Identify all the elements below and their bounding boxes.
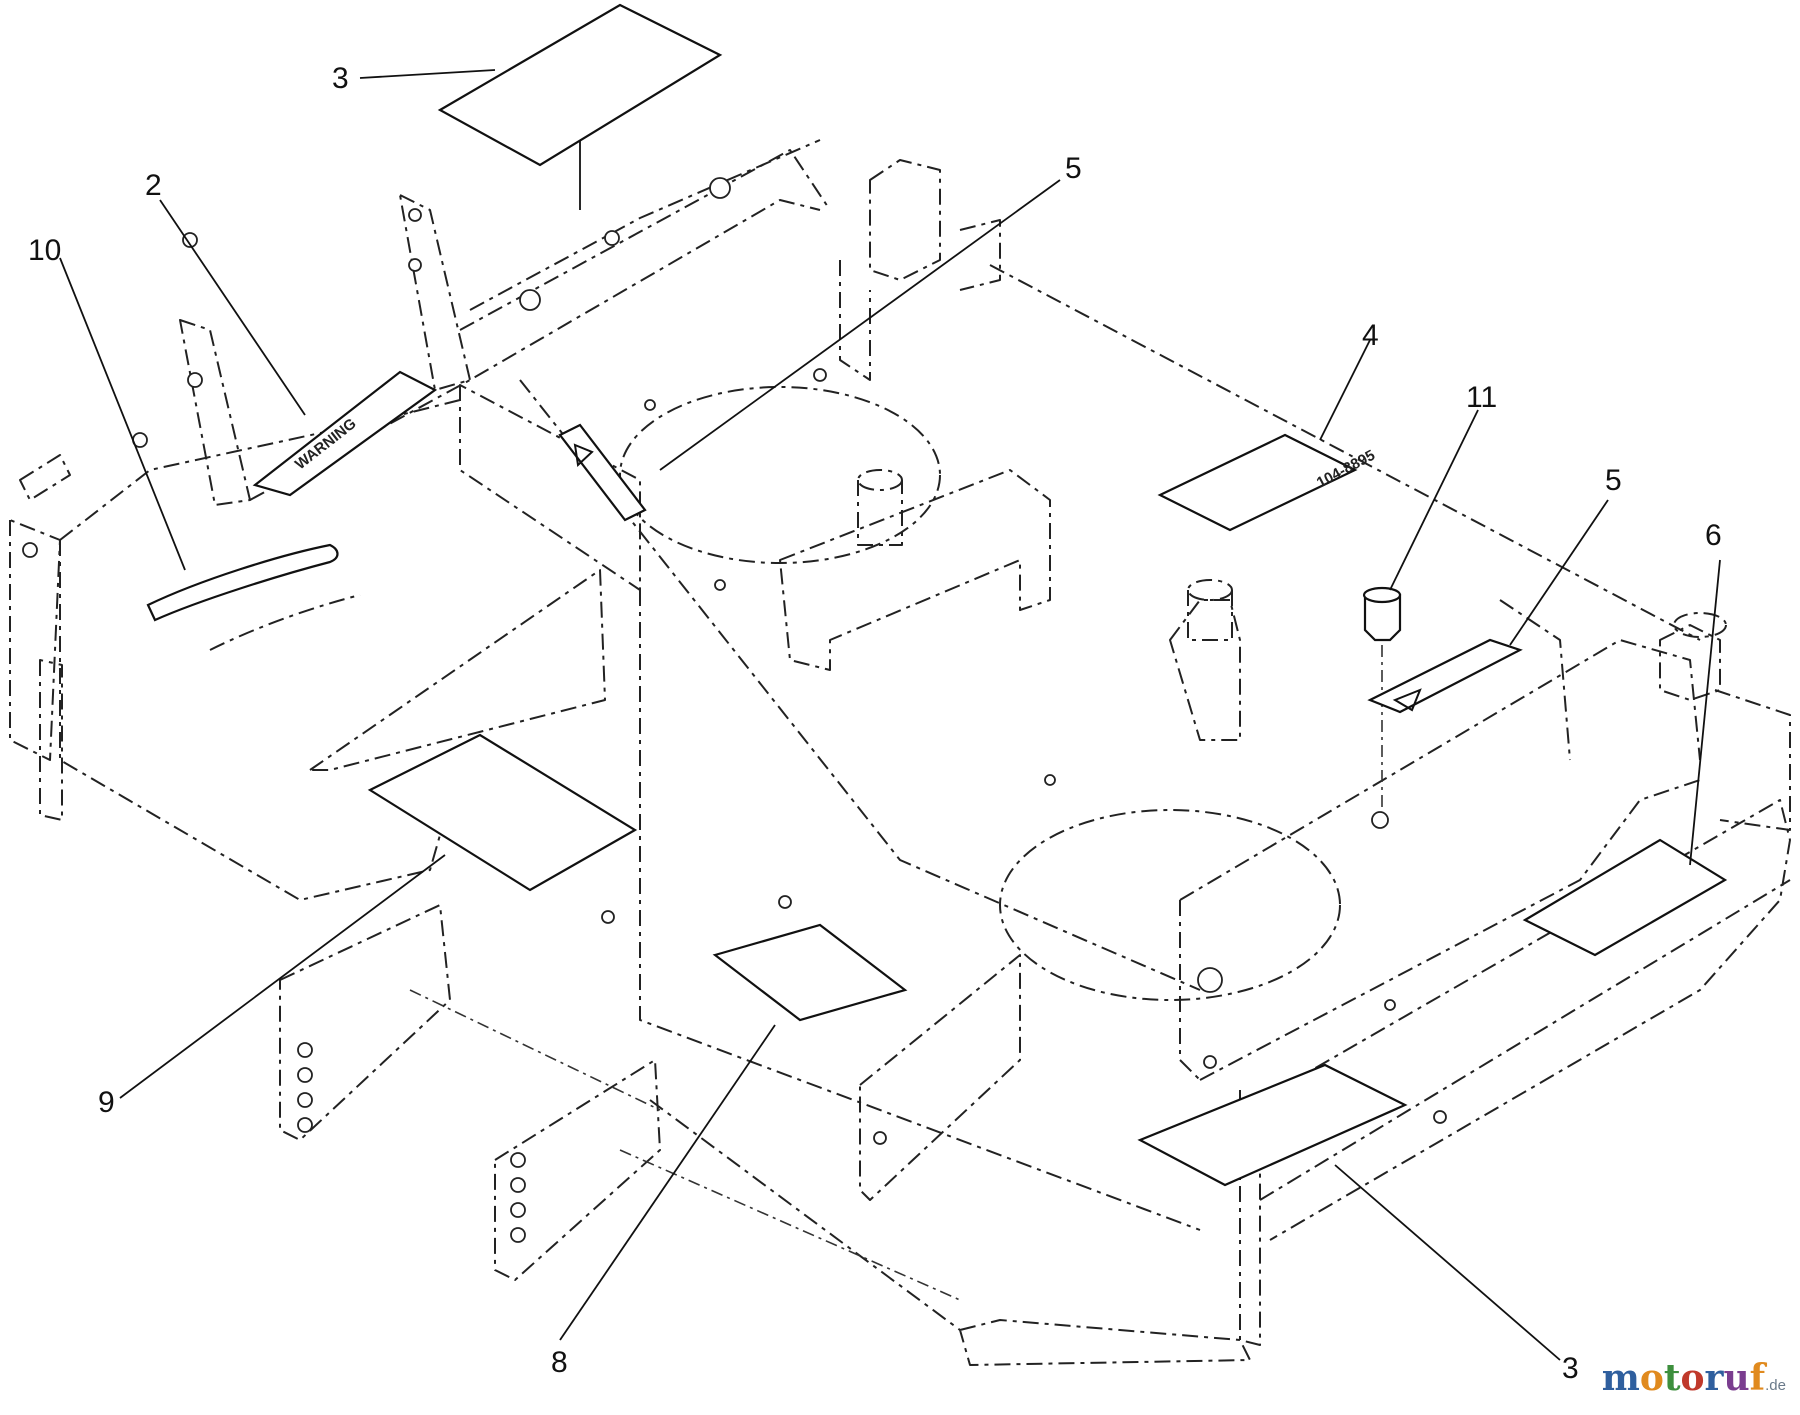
decal-3-bottom bbox=[1137, 1063, 1408, 1187]
watermark-letter: u bbox=[1723, 1357, 1750, 1399]
callout-10: 10 bbox=[28, 234, 61, 267]
watermark-letter: f bbox=[1749, 1357, 1766, 1399]
watermark-letter: o bbox=[1680, 1357, 1705, 1399]
callout-5-left: 5 bbox=[1065, 152, 1082, 185]
decal-10 bbox=[146, 543, 339, 622]
watermark-logo: motoruf.de bbox=[1602, 1357, 1786, 1399]
mounting-holes bbox=[22, 177, 1447, 1243]
callout-3-bottom: 3 bbox=[1562, 1352, 1579, 1385]
callout-3-top: 3 bbox=[332, 62, 349, 95]
callout-6: 6 bbox=[1705, 519, 1722, 552]
callout-labels: 3 2 10 5 4 11 5 6 9 8 3 bbox=[28, 62, 1722, 1385]
decals: WARNING 104-8895 bbox=[146, 3, 1728, 1187]
decal-5-right bbox=[1367, 638, 1523, 714]
watermark-letter: o bbox=[1639, 1357, 1664, 1399]
spindle-caps bbox=[857, 469, 1727, 641]
callout-11: 11 bbox=[1466, 381, 1497, 414]
decal-2-warning bbox=[252, 370, 438, 497]
leader-lines bbox=[59, 69, 1721, 1361]
decal-9 bbox=[367, 733, 638, 892]
callout-2: 2 bbox=[145, 169, 162, 202]
decal-3-top bbox=[437, 3, 723, 167]
decal-5-left bbox=[558, 423, 647, 522]
watermark-suffix: .de bbox=[1765, 1377, 1786, 1394]
callout-8: 8 bbox=[551, 1346, 568, 1379]
watermark-letter: m bbox=[1601, 1357, 1640, 1399]
callout-5-right: 5 bbox=[1605, 464, 1622, 497]
callout-4: 4 bbox=[1362, 319, 1379, 352]
decal-4 bbox=[1157, 433, 1358, 532]
callout-9: 9 bbox=[98, 1086, 115, 1119]
mower-deck-outline bbox=[9, 139, 1791, 1366]
watermark-letter: t bbox=[1663, 1357, 1681, 1399]
decal-8 bbox=[712, 923, 908, 1022]
decal-6 bbox=[1522, 838, 1728, 957]
watermark-letter: r bbox=[1704, 1357, 1724, 1399]
